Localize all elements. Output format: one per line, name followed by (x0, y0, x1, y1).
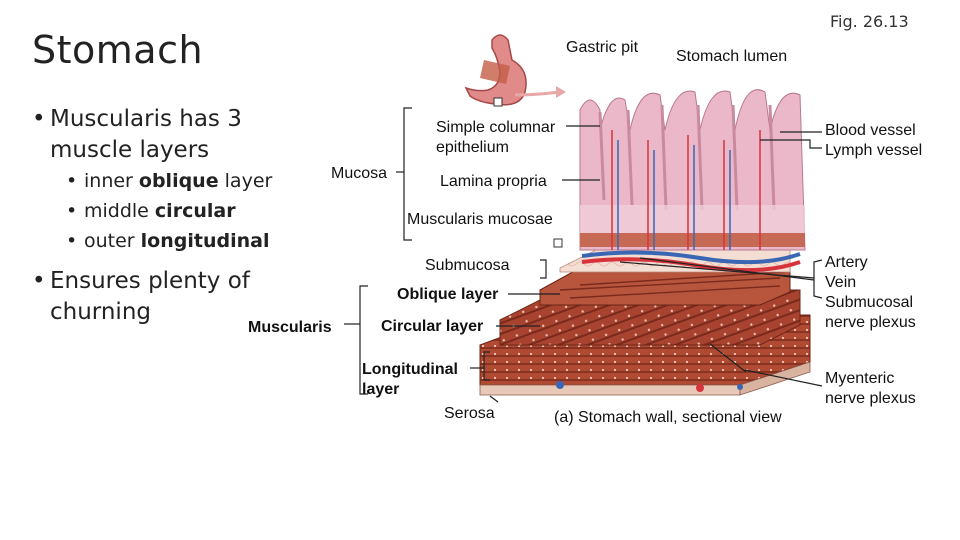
slide-title: Stomach (32, 28, 204, 72)
label-serosa: Serosa (444, 405, 495, 422)
bullet-churning: •Ensures plenty of churning (32, 266, 250, 328)
figure-number: Fig. 26.13 (830, 12, 909, 31)
label-lamina-propria: Lamina propria (440, 173, 547, 190)
label-mucosa: Mucosa (331, 165, 388, 182)
label-blood-vessel: Blood vessel (825, 122, 916, 139)
bullet-dot: • (32, 106, 46, 132)
label-gastric-pit: Gastric pit (566, 39, 639, 56)
label-muscularis-mucosae: Muscularis mucosae (407, 211, 553, 228)
bullet-text: Ensures plenty of (50, 268, 250, 294)
label-oblique-layer: Oblique layer (397, 286, 499, 303)
sub-bullet-oblique: •inner oblique layer (66, 170, 273, 192)
bullet-text-cont: churning (50, 299, 151, 325)
sub-bullet-longitudinal: •outer longitudinal (66, 230, 270, 252)
bullet-muscularis: •Muscularis has 3 muscle layers (32, 104, 242, 166)
bullet-text: Muscularis has 3 (50, 106, 242, 132)
label-artery: Artery (825, 254, 868, 271)
label-circular-layer: Circular layer (381, 318, 484, 335)
leader-lines (344, 107, 823, 403)
tissue-block (479, 89, 811, 396)
label-muscularis: Muscularis (248, 319, 332, 336)
caption: (a) Stomach wall, sectional view (554, 409, 782, 426)
bullet-text-cont: muscle layers (50, 137, 210, 163)
label-lymph-vessel: Lymph vessel (825, 142, 923, 159)
label-stomach-lumen: Stomach lumen (676, 48, 788, 65)
stomach-icon (464, 34, 566, 107)
label-vein: Vein (825, 274, 857, 291)
sub-bullet-circular: •middle circular (66, 200, 236, 222)
bullet-dot: • (32, 268, 46, 294)
label-submucosa: Submucosa (425, 257, 510, 274)
sub-bullet-list: •inner oblique layer •middle circular •o… (66, 166, 272, 256)
